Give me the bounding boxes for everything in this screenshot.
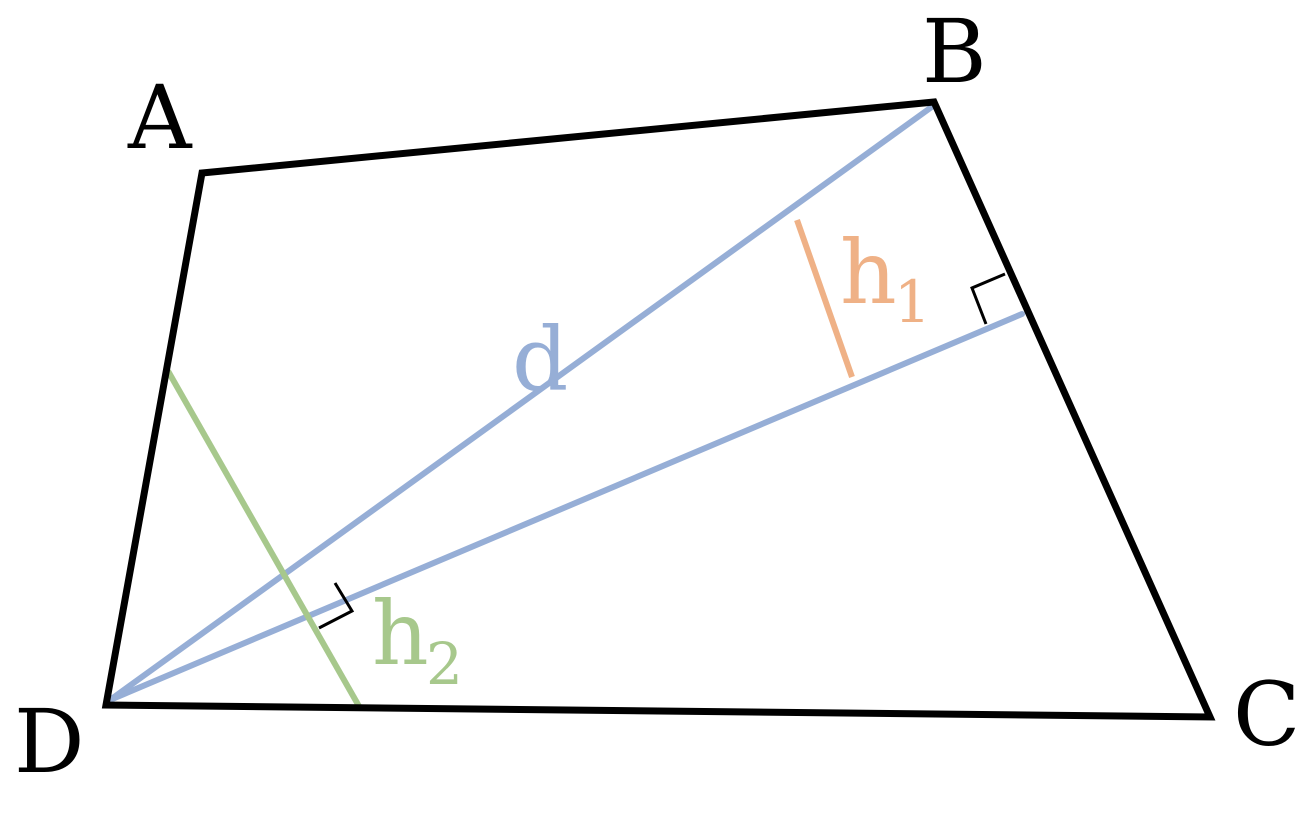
vertex-label-a: A [127, 66, 193, 169]
height-h2 [165, 369, 363, 710]
height1-subscript: 1 [894, 268, 931, 336]
height2-subscript: 2 [426, 630, 463, 698]
quadrilateral-abcd [101, 98, 1216, 721]
diagonal-label: d [512, 308, 568, 411]
height1-label: h [840, 221, 897, 324]
right-angle-marker-bc [970, 272, 1006, 325]
right-angle-marker-h2 [318, 582, 355, 630]
height-h1 [794, 219, 855, 378]
line-d-to-bc [107, 311, 1025, 703]
diagonal-bd [107, 103, 936, 703]
height2-label: h [372, 582, 429, 685]
vertex-label-b: B [922, 0, 987, 103]
vertex-label-c: C [1233, 663, 1300, 766]
vertex-label-d: D [14, 690, 85, 793]
